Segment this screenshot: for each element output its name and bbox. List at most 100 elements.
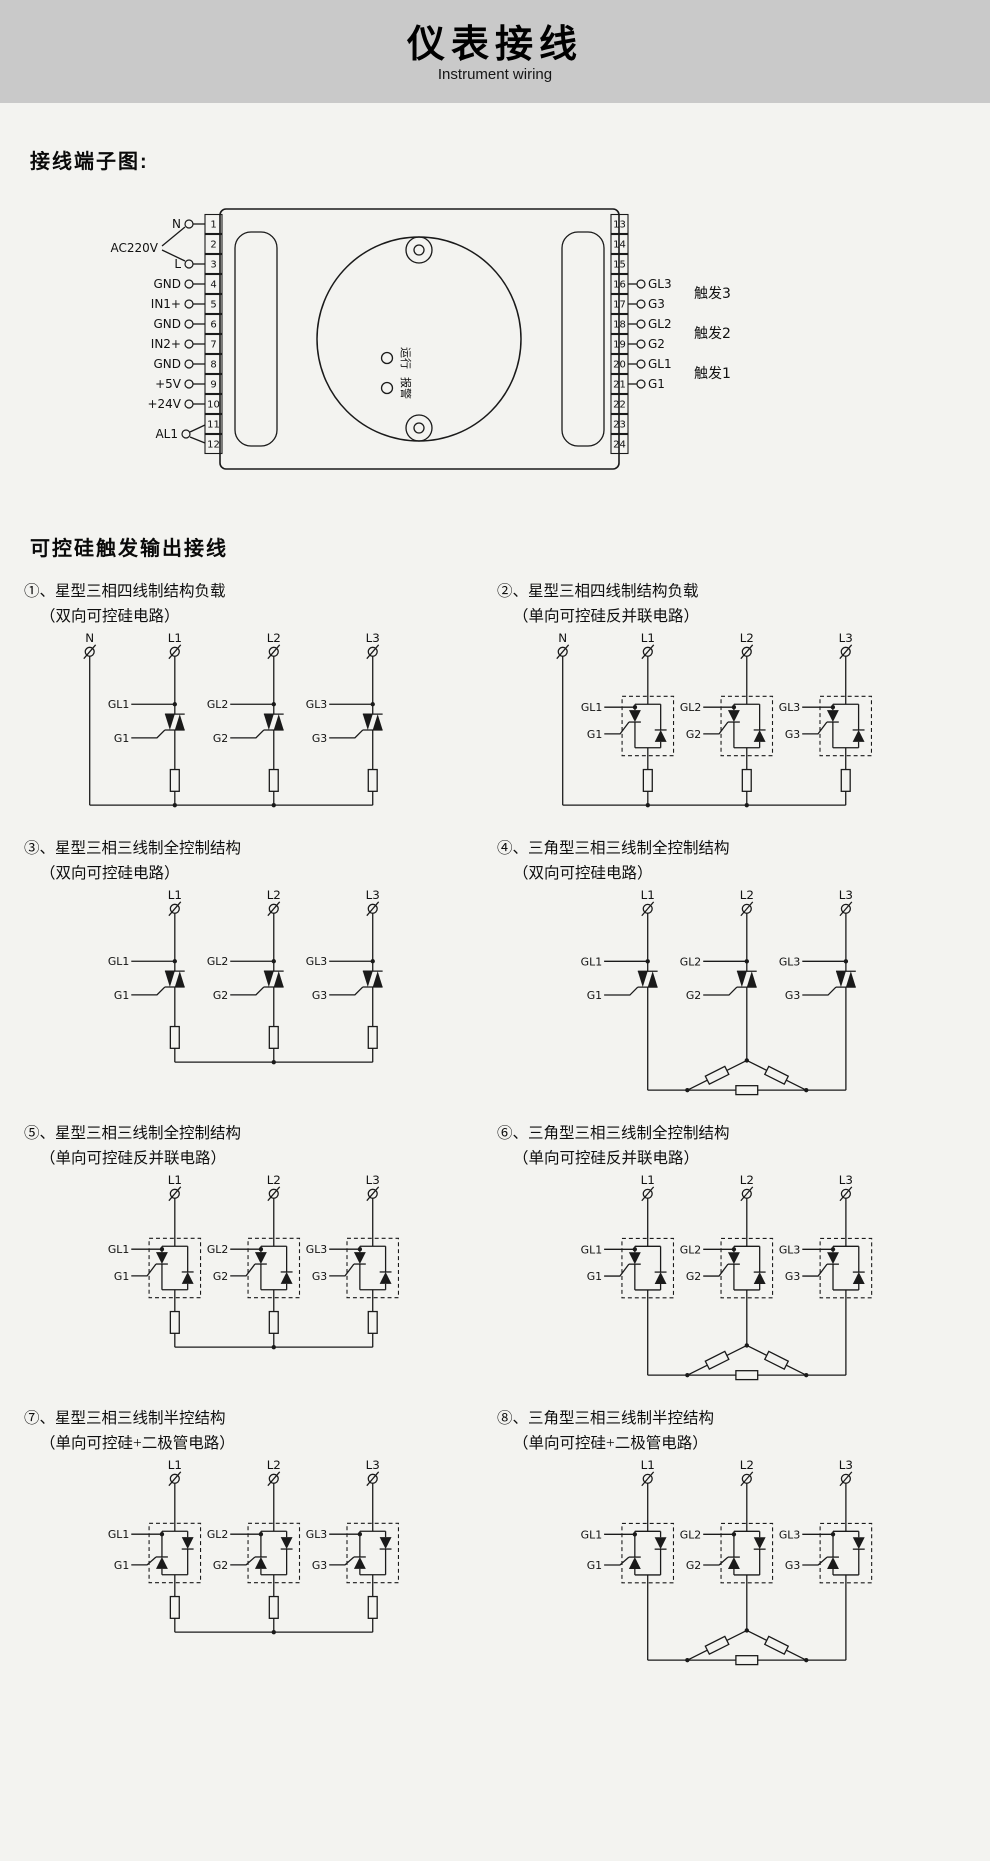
triac-icon	[263, 713, 284, 731]
terminal-label: +5V	[155, 377, 182, 391]
circuit-6-title: ⑥、三角型三相三线制全控制结构	[497, 1121, 966, 1143]
trigger-label: 触发2	[694, 326, 731, 342]
antiparallel-scr-box	[720, 695, 774, 757]
screw-icon	[405, 236, 433, 264]
scr-diode-box	[720, 1522, 774, 1584]
phase-terminal: N	[556, 631, 570, 660]
terminal-lead-g2: G2	[628, 337, 665, 351]
circuit-2-number: ②、	[497, 583, 529, 600]
gl-label: GL1	[581, 1243, 602, 1256]
gl-terminal-label: GL1	[108, 1528, 165, 1541]
antiparallel-scr-box	[819, 1237, 873, 1299]
phase-terminal: L2	[267, 631, 281, 660]
g-label: G1	[587, 1270, 602, 1283]
delta-load	[647, 987, 847, 1096]
load-resistor	[687, 1085, 807, 1096]
terminal-number: 6	[210, 320, 216, 331]
scr-diode-box	[247, 1522, 301, 1584]
phase-terminal: L2	[740, 631, 754, 660]
terminal-number: 21	[613, 380, 626, 391]
load-resistor	[741, 768, 752, 792]
page-subtitle: Instrument wiring	[437, 65, 553, 83]
antiparallel-scr-box	[621, 695, 675, 757]
gl-terminal-label: GL1	[581, 701, 638, 714]
g-terminal-label: G3	[785, 1263, 828, 1283]
phase-label: L3	[839, 1458, 853, 1472]
triac-icon	[835, 970, 856, 988]
terminal-lead-g1: G1	[628, 377, 665, 391]
triac-icon	[263, 970, 284, 988]
instrument-outline	[219, 208, 620, 470]
gl-terminal-label: GL2	[680, 701, 737, 714]
g-label: G1	[587, 728, 602, 741]
gl-label: GL3	[306, 955, 327, 968]
gl-label: GL3	[306, 1528, 327, 1541]
g-label: G2	[686, 989, 701, 1002]
phase-label: L2	[740, 1458, 754, 1472]
terminal-lead-+24v: +24V	[147, 397, 205, 411]
load-resistor	[687, 1344, 748, 1376]
ac220v-label: AC220V	[111, 241, 159, 255]
phase-terminal: L1	[168, 1173, 182, 1202]
terminal-label: GL1	[648, 357, 672, 371]
alarm-indicator: 报警	[380, 377, 413, 399]
terminal-lead-gl2: GL2	[628, 317, 672, 331]
gl-terminal-label: GL2	[207, 1243, 264, 1256]
g-terminal-label: G2	[686, 721, 729, 741]
load-resistor	[746, 1629, 807, 1661]
terminal-label: N	[172, 217, 181, 231]
page-title: 仪表接线	[406, 24, 583, 66]
gl-terminal-label: GL2	[680, 1528, 737, 1541]
phase-label: L3	[366, 631, 380, 645]
terminal-lead-n: N	[172, 217, 205, 231]
terminal-label: GND	[153, 357, 181, 371]
circuit-5-number: ⑤、	[24, 1125, 56, 1142]
gl-label: GL2	[680, 955, 701, 968]
terminal-number: 22	[613, 400, 626, 411]
phase-terminal: L1	[641, 631, 655, 660]
trigger-group-label: 触发3	[694, 286, 731, 302]
phase-terminal: L3	[839, 631, 853, 660]
gl-terminal-label: GL3	[306, 955, 375, 968]
g-label: G2	[213, 732, 228, 745]
antiparallel-scr-box	[720, 1237, 774, 1299]
gl-label: GL1	[108, 955, 129, 968]
g-label: G3	[312, 732, 327, 745]
phase-label: L1	[168, 1173, 182, 1187]
g-terminal-label: G1	[587, 721, 630, 741]
circuit-6-subtitle: （单向可控硅反并联电路）	[513, 1150, 700, 1167]
gl-terminal-label: GL1	[581, 955, 650, 968]
phase-label: L1	[168, 631, 182, 645]
circuit-4-number: ④、	[497, 840, 529, 857]
gl-terminal-label: GL2	[680, 1243, 737, 1256]
g-terminal-label: G1	[114, 986, 166, 1002]
gl-terminal-label: GL3	[779, 955, 849, 968]
circuit-1-subtitle: （双向可控硅电路）	[40, 608, 180, 625]
circuit-3-subtitle: （双向可控硅电路）	[40, 865, 180, 882]
g-terminal-label: G2	[213, 1556, 256, 1572]
circuit-3-name: 星型三相三线制全控制结构	[55, 840, 242, 857]
circuit-5-subtitle: （单向可控硅反并联电路）	[40, 1150, 227, 1167]
terminal-lead-al1: AL1	[155, 424, 206, 444]
g-terminal-label: G1	[587, 986, 639, 1002]
load-resistor	[687, 1655, 807, 1666]
phase-label: L2	[267, 631, 281, 645]
